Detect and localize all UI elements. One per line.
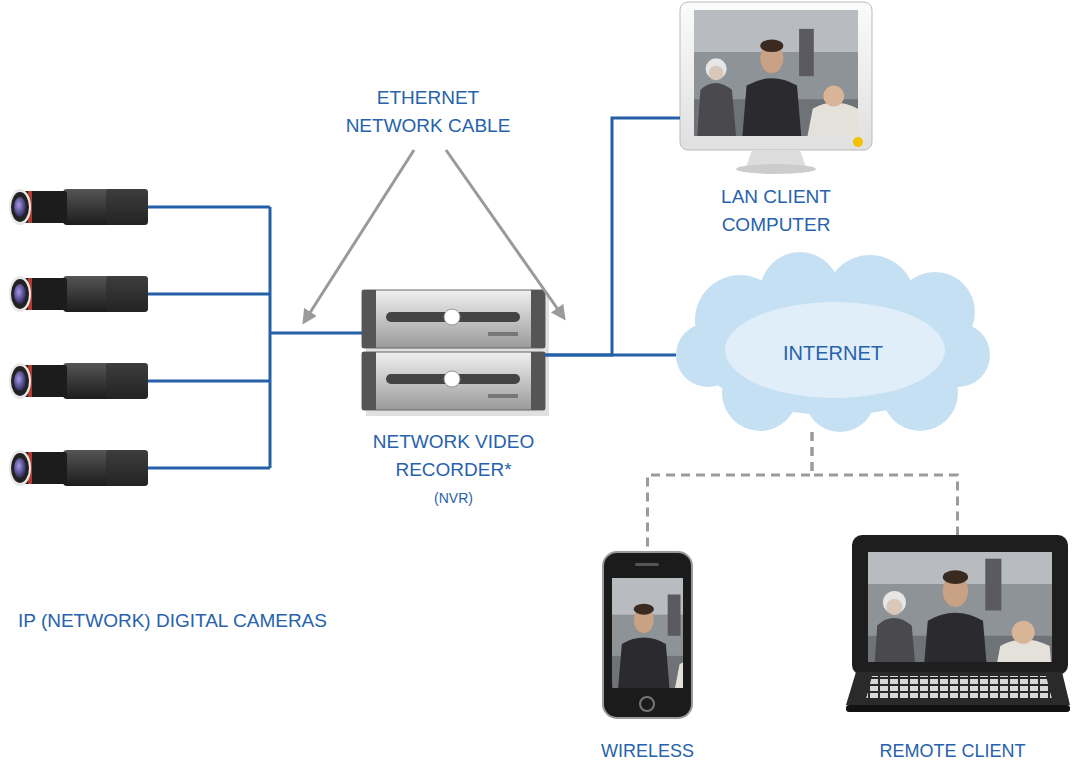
node-label: (NVR) xyxy=(350,488,557,508)
phone xyxy=(574,552,721,718)
cloud-shape xyxy=(676,252,990,432)
lan-client-computer: LAN CLIENT COMPUTER xyxy=(680,0,872,172)
ethernet-cable xyxy=(545,118,680,355)
leader-arrow xyxy=(304,150,414,322)
camera-group: IP (NETWORK) DIGITAL CAMERAS xyxy=(8,188,270,493)
nvr-unit xyxy=(362,290,545,348)
nvr-unit: NETWORK VIDEO RECORDER*(NVR) xyxy=(362,290,545,411)
node-label: REMOTE CLIENT xyxy=(835,738,1070,764)
nvr-unit xyxy=(531,352,545,410)
nvr-unit xyxy=(362,290,376,348)
nvr-unit xyxy=(444,309,460,325)
nvr-unit xyxy=(531,290,545,348)
ethernet-cable xyxy=(270,332,362,335)
laptop xyxy=(846,672,1070,705)
ethernet-cable xyxy=(545,354,676,357)
ip-camera xyxy=(9,276,148,312)
wireless-phone: WIRELESS xyxy=(603,552,692,718)
wireless-link xyxy=(648,432,813,552)
nvr-unit xyxy=(362,352,376,410)
node-label: NETWORK VIDEO RECORDER* xyxy=(350,428,557,483)
nvr-unit xyxy=(362,352,545,410)
nvr-unit xyxy=(362,290,549,416)
ip-camera xyxy=(9,450,148,486)
internet-cloud: INTERNET xyxy=(676,258,990,432)
remote-client-laptop: REMOTE CLIENT xyxy=(845,535,1070,712)
ip-camera xyxy=(9,363,148,399)
monitor xyxy=(692,10,860,136)
phone xyxy=(635,563,659,566)
ip-camera xyxy=(9,189,148,486)
wireless-link xyxy=(812,432,958,535)
laptop xyxy=(846,705,1070,712)
node-label: INTERNET xyxy=(676,339,990,368)
leader-arrow xyxy=(304,150,564,322)
nvr-unit xyxy=(488,394,518,398)
monitor xyxy=(853,137,863,147)
node-label: IP (NETWORK) DIGITAL CAMERAS xyxy=(18,607,408,635)
monitor xyxy=(680,2,872,174)
cable-callout: ETHERNET NETWORK CABLE xyxy=(328,84,528,139)
laptop xyxy=(852,535,1068,675)
monitor xyxy=(736,164,816,174)
monitor xyxy=(680,2,872,150)
laptop xyxy=(846,535,1070,712)
nvr-unit xyxy=(444,371,460,387)
camera-wires xyxy=(148,207,270,468)
node-label: LAN CLIENT COMPUTER xyxy=(668,183,884,238)
laptop xyxy=(868,538,1052,676)
laptop xyxy=(866,676,1052,699)
phone xyxy=(640,697,654,711)
nvr-unit xyxy=(488,332,518,336)
phone xyxy=(574,578,721,688)
camera-wires xyxy=(148,207,270,468)
ip-camera xyxy=(9,189,148,225)
leader-arrow xyxy=(446,150,564,318)
node-label: WIRELESS xyxy=(558,738,737,764)
